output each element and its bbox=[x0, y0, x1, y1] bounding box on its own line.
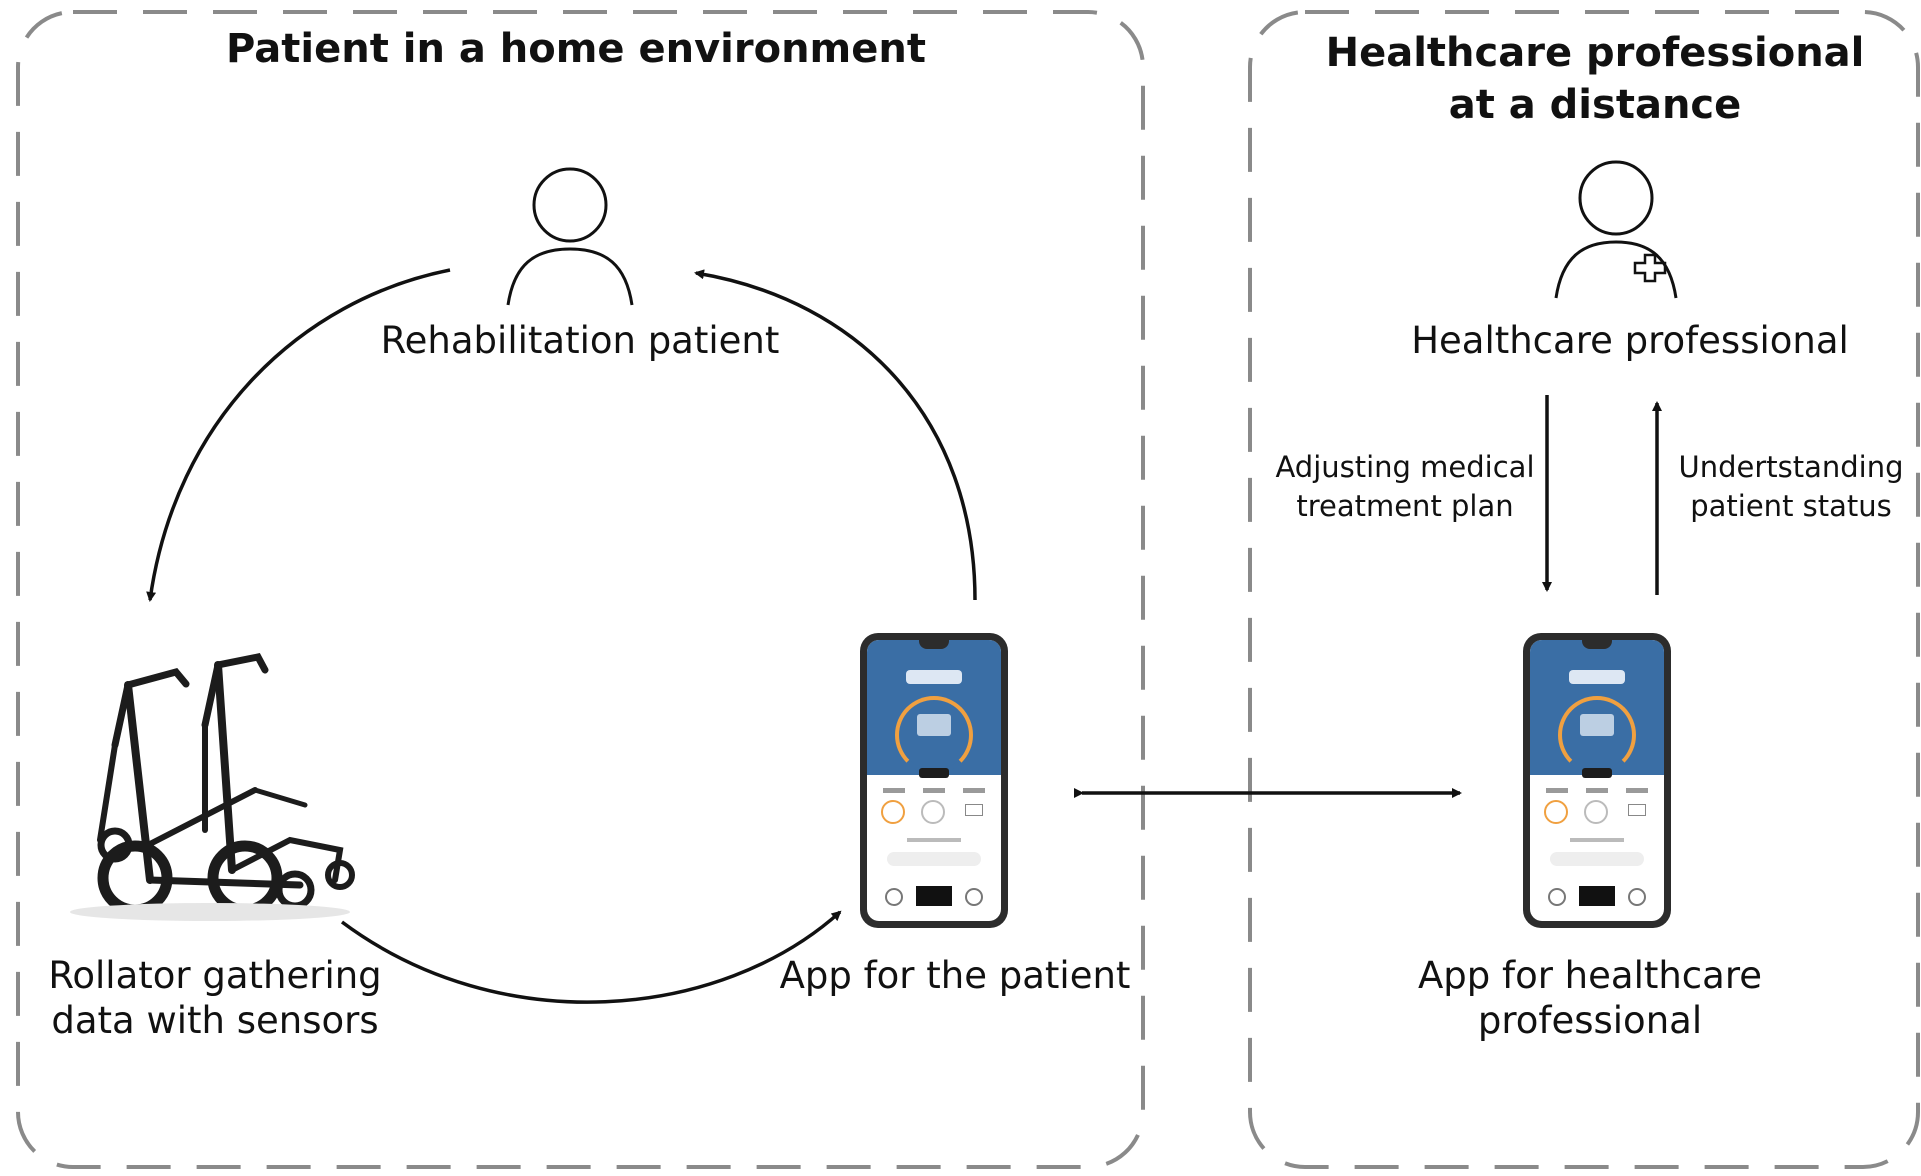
stat-bar bbox=[963, 788, 985, 793]
progress-value bbox=[917, 714, 951, 736]
check-dial-icon bbox=[1544, 800, 1568, 824]
nav-right-icon bbox=[965, 888, 983, 906]
right-panel-title: Healthcare professional at a distance bbox=[1325, 30, 1865, 128]
arrow-patient-to-rollator bbox=[146, 268, 451, 602]
medical-person-icon bbox=[1554, 160, 1678, 299]
person-icon bbox=[506, 167, 634, 306]
faint-row bbox=[887, 852, 981, 866]
dial-icon bbox=[1584, 800, 1608, 824]
patient-app-screen bbox=[867, 640, 1001, 921]
left-panel-title: Patient in a home environment bbox=[226, 26, 926, 72]
stat-bar bbox=[1626, 788, 1648, 793]
app-header bbox=[1530, 640, 1664, 778]
progress-value bbox=[1580, 714, 1614, 736]
arrow-app-to-patient bbox=[694, 269, 977, 601]
nav-center-button bbox=[916, 886, 952, 906]
professional-label: Healthcare professional bbox=[1411, 319, 1849, 362]
progress-chip bbox=[1582, 768, 1612, 778]
dial-icon bbox=[921, 800, 945, 824]
right-panel-border bbox=[1248, 10, 1920, 1169]
left-panel-border bbox=[16, 10, 1145, 1169]
section-title-line bbox=[1570, 838, 1624, 842]
rollator-icon bbox=[97, 653, 355, 916]
app-header bbox=[867, 640, 1001, 778]
stat-bar bbox=[1546, 788, 1568, 793]
nav-center-button bbox=[1579, 886, 1615, 906]
app-title-pill bbox=[1569, 670, 1625, 684]
stat-bar bbox=[883, 788, 905, 793]
patient-label: Rehabilitation patient bbox=[380, 319, 780, 362]
understanding-label: Undertstanding patient status bbox=[1678, 450, 1904, 523]
rollator-label: Rollator gathering data with sensors bbox=[48, 954, 382, 1042]
stat-bar bbox=[923, 788, 945, 793]
nav-right-icon bbox=[1628, 888, 1646, 906]
rollator-shadow bbox=[70, 903, 350, 921]
patient-app-label: App for the patient bbox=[779, 954, 1131, 997]
professional-app-screen bbox=[1530, 640, 1664, 921]
app-title-pill bbox=[906, 670, 962, 684]
stat-bar bbox=[1586, 788, 1608, 793]
arrow-rollator-to-app bbox=[340, 910, 842, 1004]
faint-row bbox=[1550, 852, 1644, 866]
box-icon bbox=[965, 804, 983, 816]
check-dial-icon bbox=[881, 800, 905, 824]
professional-app-label: App for healthcare professional bbox=[1418, 954, 1762, 1042]
adjusting-label: Adjusting medical treatment plan bbox=[1275, 450, 1535, 523]
smartphone-icon bbox=[860, 633, 1008, 928]
box-icon bbox=[1628, 804, 1646, 816]
phone-notch bbox=[919, 640, 949, 649]
progress-chip bbox=[919, 768, 949, 778]
phone-notch bbox=[1582, 640, 1612, 649]
nav-left-icon bbox=[1548, 888, 1566, 906]
smartphone-icon bbox=[1523, 633, 1671, 928]
section-title-line bbox=[907, 838, 961, 842]
nav-left-icon bbox=[885, 888, 903, 906]
